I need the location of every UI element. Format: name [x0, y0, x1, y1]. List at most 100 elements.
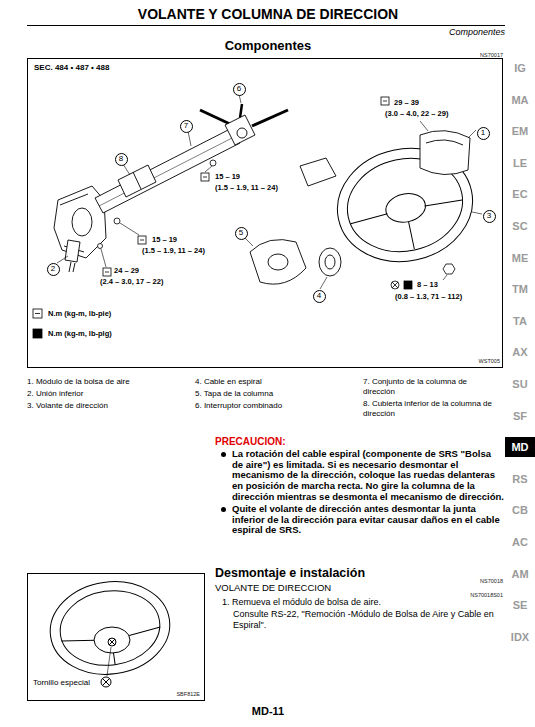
- part-name: 1. Módulo de la bolsa de aire: [27, 377, 130, 387]
- caution-text: La rotación del cable espiral (component…: [232, 449, 504, 502]
- spiral-cable: [319, 248, 341, 276]
- leader-line: [420, 121, 428, 131]
- steering-column: [95, 128, 240, 213]
- header-rule: [27, 25, 505, 26]
- section-tab-active: MD: [505, 437, 535, 457]
- callout-label: 2: [51, 265, 55, 273]
- callout-number: 1: [477, 127, 490, 140]
- leader-line: [101, 249, 106, 267]
- part-name: 8. Cubierta inferior de la columna de di…: [363, 399, 501, 418]
- section-tab: EC: [512, 188, 527, 201]
- torque-icons: [103, 268, 111, 276]
- part-name: 7. Conjunto de la columna de dirección: [363, 377, 501, 396]
- caution-heading: PRECAUCION:: [215, 436, 286, 448]
- torque-value: 8 – 13: [417, 280, 438, 289]
- spiral-cable: [325, 255, 335, 269]
- part-name: 6. Interruptor combinado: [195, 401, 282, 411]
- torque-icons: [381, 97, 389, 105]
- reference-code: NS70018S01: [470, 592, 503, 599]
- bolts: [210, 160, 216, 166]
- section-tab: MA: [511, 94, 528, 107]
- torque-value: (3.0 – 4.0, 22 – 29): [385, 109, 448, 118]
- procedure-note: Consulte RS-22, "Remoción -Módulo de Bol…: [233, 609, 503, 631]
- column-cover: [268, 254, 288, 270]
- combination-switch: [200, 110, 230, 124]
- page-title: VOLANTE Y COLUMNA DE DIRECCION: [138, 6, 398, 23]
- lower-joint: [65, 240, 80, 262]
- leader-line: [123, 164, 130, 175]
- figure-frame: Tornillo especial: [27, 573, 205, 701]
- header-rule: [27, 25, 505, 26]
- removal-figure: [109, 639, 115, 645]
- legend-entry: N.m (kg-m, lb-pie): [48, 309, 111, 318]
- removal-figure: [108, 638, 116, 646]
- torque-value: (1.5 – 1.9, 11 – 24): [142, 246, 205, 255]
- section-tab: SU: [512, 378, 527, 391]
- section-tab: CB: [512, 504, 528, 517]
- section-tab: AM: [511, 568, 528, 581]
- callout-label: 4: [317, 292, 321, 300]
- torque-value: (1.5 – 1.9, 11 – 24): [215, 183, 278, 192]
- section-tab: TA: [513, 315, 527, 328]
- reference-code: NS70018: [480, 578, 503, 585]
- torque-value: 29 – 39: [394, 98, 419, 107]
- bolts: [98, 244, 103, 249]
- part-name: 3. Volante de dirección: [27, 401, 108, 411]
- spiral-cable: [319, 248, 341, 276]
- callout-label: 3: [487, 212, 491, 220]
- combination-switch: [237, 128, 247, 138]
- lower-joint: [69, 262, 75, 272]
- section-tab: SC: [512, 220, 527, 233]
- part-name: 5. Tapa de la columna: [195, 389, 273, 399]
- leader-line: [57, 94, 482, 289]
- callout-number: 7: [180, 120, 193, 133]
- removal-figure: [61, 627, 164, 672]
- callout-number: 4: [313, 290, 326, 303]
- callout-number: 6: [233, 83, 246, 96]
- page-number: MD-11: [252, 705, 284, 718]
- legend-entry: N.m (kg-m, lb-plg): [48, 329, 112, 338]
- steering-wheel: [383, 190, 428, 226]
- running-header: Componentes: [449, 27, 505, 38]
- torque-icons: [138, 236, 146, 244]
- callout-label: 1: [481, 129, 485, 137]
- section-tab: IG: [514, 62, 526, 75]
- callout-label: 6: [237, 85, 241, 93]
- leader-line: [205, 166, 212, 172]
- node-text: MD: [511, 441, 528, 453]
- section-tab: SF: [513, 410, 527, 423]
- torque-icons: [404, 281, 412, 289]
- torque-icons: [140, 240, 144, 241]
- combination-switch: [252, 110, 288, 126]
- torque-icons: [392, 282, 398, 288]
- torque-value: (0.8 – 1.3, 71 – 112): [395, 292, 462, 301]
- combination-switch: [200, 104, 288, 145]
- figure-frame: SEC. 484 • 487 • 488 1 2 3 4 5 6 7 8: [27, 58, 503, 368]
- torque-icons: [33, 97, 412, 338]
- torque-icons: [201, 173, 209, 181]
- airbag-module: [420, 131, 470, 175]
- steering-column: [95, 128, 240, 213]
- section-tab: TM: [512, 283, 528, 296]
- torque-icons: [105, 272, 109, 273]
- combination-switch: [240, 104, 242, 118]
- airbag-module: [426, 140, 463, 145]
- node-text: SEC. 484 • 487 • 488: [34, 63, 109, 72]
- torque-icons: [391, 281, 399, 289]
- figure-code: WST005: [479, 358, 500, 365]
- torque-value: 15 – 19: [152, 235, 177, 244]
- removal-figure: [44, 574, 176, 682]
- callout-label: 5: [239, 229, 243, 237]
- torque-icons: [383, 101, 387, 102]
- callout-label: 8: [119, 155, 123, 163]
- column-cover: [250, 240, 306, 285]
- leader-line: [57, 256, 68, 263]
- bolts: [443, 264, 455, 274]
- callout-number: 2: [47, 263, 60, 276]
- node-text: Tornillo especial: [33, 678, 90, 687]
- leader-line: [443, 275, 447, 280]
- steering-wheel: [350, 198, 470, 261]
- section-tab: AX: [512, 346, 527, 359]
- removal-figure: [55, 584, 164, 671]
- procedure-step: 1. Remueva el módulo de bolsa de aire.: [222, 597, 381, 608]
